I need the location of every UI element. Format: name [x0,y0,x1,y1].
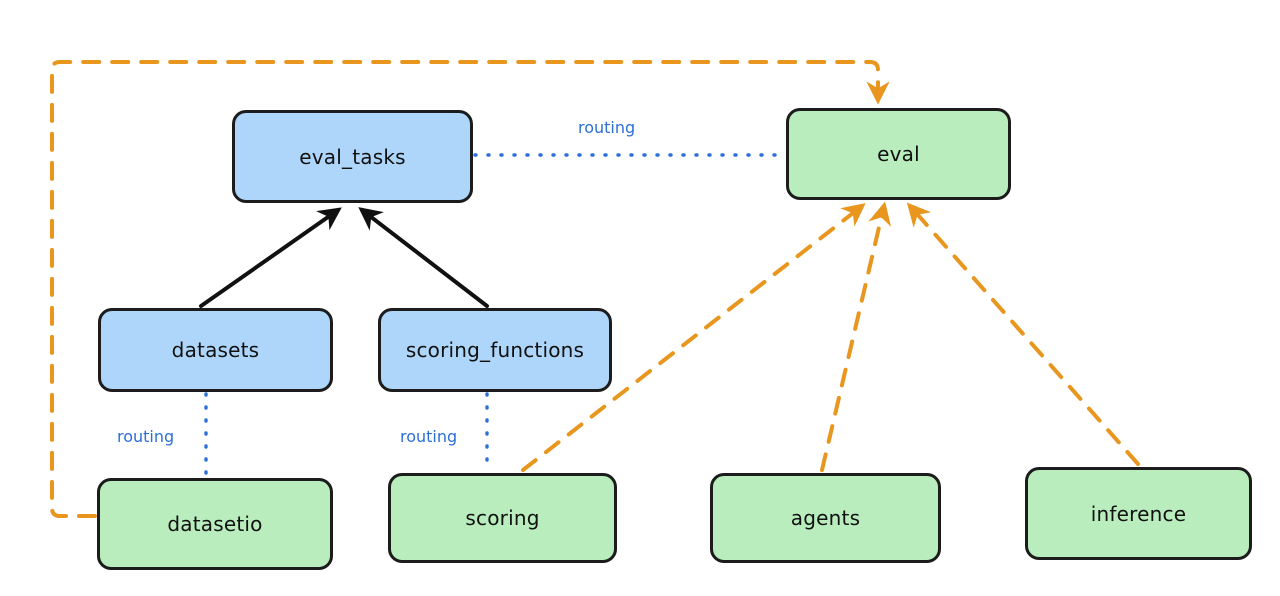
edge-inference-to-eval [906,202,1140,466]
edge-label-routing-eval-tasks-eval: routing [578,118,636,137]
node-scoring[interactable]: scoring [388,473,617,563]
edge-scoring-functions-to-eval-tasks [358,207,489,308]
edge-agents-to-eval [820,201,892,472]
node-label-inference: inference [1090,501,1187,526]
node-scoring-functions[interactable]: scoring_functions [378,308,612,392]
node-label-eval: eval [877,142,920,166]
node-label-datasets: datasets [171,338,260,362]
edge-scoring-to-eval [521,203,866,472]
node-eval[interactable]: eval [786,108,1011,200]
node-label-eval-tasks: eval_tasks [299,144,406,169]
edge-datasets-to-eval-tasks [199,207,342,308]
node-label-datasetio: datasetio [167,512,263,536]
node-label-scoring-functions: scoring_functions [405,338,585,362]
edge-label-routing-scoring-functions-scoring: routing [400,427,458,446]
edge-datasetio-to-eval [50,60,890,518]
node-datasets[interactable]: datasets [98,308,333,392]
node-eval-tasks[interactable]: eval_tasks [232,110,473,203]
node-label-agents: agents [790,506,861,530]
edge-label-routing-datasets-datasetio: routing [117,427,175,446]
node-agents[interactable]: agents [710,473,941,563]
node-datasetio[interactable]: datasetio [97,478,333,570]
node-label-scoring: scoring [465,506,540,530]
node-inference[interactable]: inference [1025,467,1252,560]
